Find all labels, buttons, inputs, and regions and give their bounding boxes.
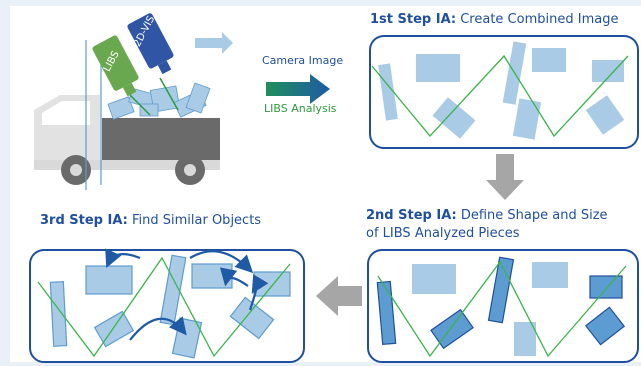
match-arc-2	[189, 250, 254, 274]
step3-heading: 3rd Step IA: Find Similar Objects	[40, 213, 261, 228]
truck-load	[107, 82, 211, 120]
truck-chassis	[34, 160, 220, 170]
truck-wheels	[61, 155, 205, 185]
libs-device	[92, 35, 139, 97]
match-arc-4	[248, 274, 269, 311]
panel-step1	[369, 35, 639, 149]
truck-bed	[102, 118, 220, 160]
match-arc-3	[219, 267, 249, 287]
beam-rays	[129, 77, 179, 116]
left-arrow-icon	[316, 276, 362, 316]
step1-bold: 1st Step IA:	[370, 12, 457, 27]
panel-step2	[367, 249, 639, 363]
step2-text: Define Shape and Size	[456, 208, 608, 223]
step2-bold: 2nd Step IA:	[366, 208, 457, 223]
step1-text: Create Combined Image	[456, 12, 619, 27]
step3-bold: 3rd Step IA:	[40, 213, 128, 228]
step2-heading: 2nd Step IA: Define Shape and Size	[366, 208, 608, 223]
step1-heading: 1st Step IA: Create Combined Image	[370, 12, 618, 27]
vis-camera-device	[127, 13, 174, 75]
step2-heading-line2: of LIBS Analyzed Pieces	[366, 226, 520, 241]
match-arc-5	[129, 316, 187, 341]
light-arrow-icon	[195, 32, 233, 54]
down-arrow-icon	[486, 154, 524, 200]
truck-illustration	[34, 13, 233, 190]
match-arc-1	[105, 248, 141, 269]
flow-arrow-icon	[266, 74, 330, 104]
camera-image-label: Camera Image	[262, 54, 344, 67]
truck-window	[42, 101, 90, 125]
libs-analysis-label: LIBS Analysis	[264, 102, 337, 115]
panel-step3	[29, 248, 305, 363]
step3-text: Find Similar Objects	[127, 213, 262, 228]
